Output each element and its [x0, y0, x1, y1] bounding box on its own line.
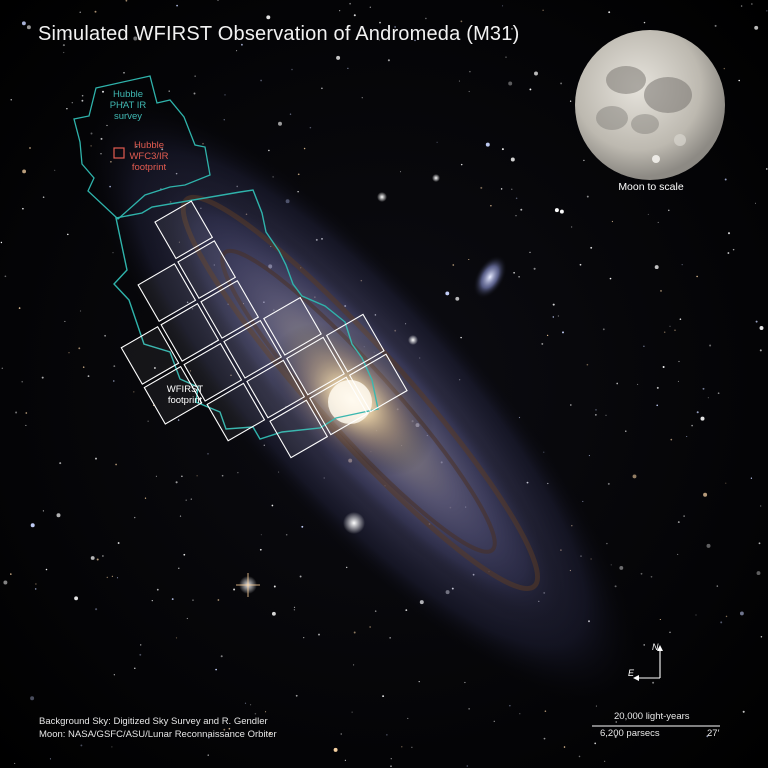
wfirst-detector [200, 279, 260, 339]
wfirst-detector-grid [120, 200, 408, 459]
wfirst-detector [143, 365, 203, 425]
wfirst-detector [137, 263, 197, 323]
wfirst-detector [177, 240, 237, 300]
scale-light-years: 20,000 light-years [614, 711, 690, 722]
scale-parsecs: 6,200 parsecs [600, 728, 660, 739]
image-title: Simulated WFIRST Observation of Andromed… [38, 23, 520, 45]
wfirst-detector [348, 353, 408, 413]
wfirst-detector [206, 382, 266, 442]
wfirst-detector [309, 376, 368, 436]
moon [575, 30, 725, 180]
wfirst-detector [183, 342, 243, 402]
satellite-galaxy [472, 255, 508, 299]
wfc3-footprint-square [113, 147, 125, 159]
credit-background-sky: Background Sky: Digitized Sky Survey and… [39, 716, 268, 727]
wfirst-detector [223, 319, 283, 379]
compass-north-label: N [652, 642, 659, 652]
phat-survey-label: Hubble PHAT IR survey [109, 89, 147, 122]
wfirst-detector [269, 399, 329, 459]
scale-arcmin: 27′ [707, 728, 720, 739]
wfirst-detector [286, 336, 345, 396]
wfirst-detector [325, 313, 385, 373]
wfc3-footprint-label: Hubble WFC3/IR footprint [129, 140, 169, 173]
satellite-galaxy-m32 [343, 512, 365, 534]
wfirst-detector [160, 302, 220, 362]
credit-moon: Moon: NASA/GSFC/ASU/Lunar Reconnaissance… [39, 729, 277, 740]
wfirst-outline [113, 189, 379, 440]
compass [633, 645, 663, 681]
wfirst-footprint-label: WFIRST footprint [166, 384, 204, 406]
wfirst-detector [263, 296, 322, 356]
phat-survey-outline [73, 75, 211, 220]
wfirst-detector [120, 325, 180, 385]
moon-label: Moon to scale [618, 181, 684, 193]
scale-bar [592, 725, 720, 727]
wfirst-detector [154, 200, 214, 260]
wfirst-detector [246, 359, 306, 419]
compass-east-label: E [628, 668, 635, 678]
